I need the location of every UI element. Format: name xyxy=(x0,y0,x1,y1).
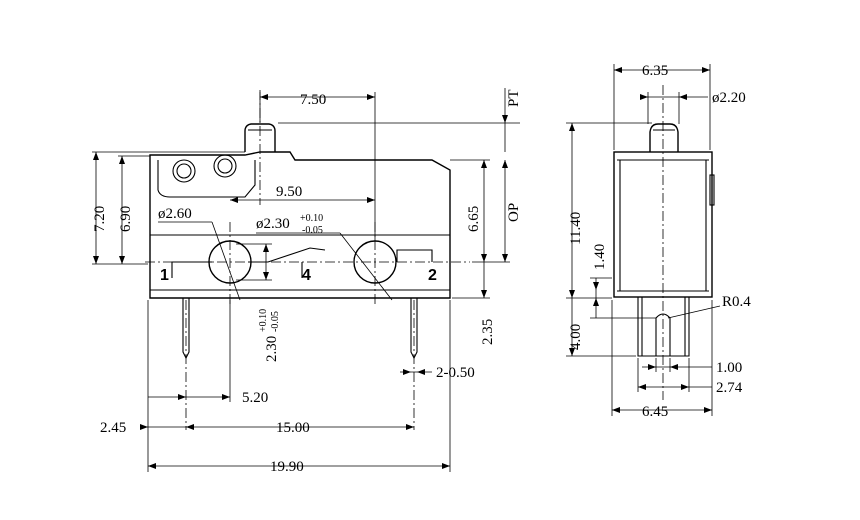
plunger xyxy=(244,123,276,152)
dim-2-35: 2.35 xyxy=(452,262,496,345)
pivot-hole-left-inner xyxy=(176,163,192,179)
dim-1-00: 1.00 xyxy=(642,358,742,376)
dim-2-45: 2.45 xyxy=(100,300,194,472)
dim-2-74: 2.74 xyxy=(637,358,743,396)
dim-9-50-text: 9.50 xyxy=(276,184,302,200)
dim-phi-2-30: ø2.30 +0.10 -0.05 xyxy=(256,213,393,301)
dim-2-30-tol-upper: +0.10 xyxy=(258,309,269,332)
dim-11-40: 11.40 xyxy=(566,122,652,299)
dim-7-20: 7.20 xyxy=(92,151,245,265)
dim-9-50: 9.50 xyxy=(230,184,375,203)
dim-phi-2-20: ø2.20 xyxy=(640,90,746,124)
dim-6-45: 6.45 xyxy=(611,300,713,420)
terminal-label-2: 2 xyxy=(428,267,437,284)
dim-15-00: 15.00 xyxy=(186,420,414,436)
dim-7-50-text: 7.50 xyxy=(300,92,326,108)
dim-r0-4: R0.4 xyxy=(667,294,751,319)
internal-contact-1 xyxy=(171,261,212,278)
side-view: 6.35 ø2.20 11.40 1.40 4.00 R0.4 xyxy=(566,63,751,420)
dim-2-45-text: 2.45 xyxy=(100,420,126,436)
housing-top-detail xyxy=(157,160,256,198)
switch-body-outline xyxy=(149,151,451,299)
dim-phi-2-30-tol-lower: -0.05 xyxy=(302,225,323,236)
dim-6-90-text: 6.90 xyxy=(118,206,134,232)
internal-contact-2 xyxy=(396,249,433,262)
dim-phi-2-30-tol-upper: +0.10 xyxy=(300,213,323,224)
dim-2-30: 2.30 +0.10 -0.05 xyxy=(236,243,281,362)
dim-2-0-50-text: 2-0.50 xyxy=(436,365,475,381)
dim-phi-2-60-text: ø2.60 xyxy=(158,206,192,222)
dim-6-35-text: 6.35 xyxy=(642,63,668,79)
dim-4-00-text: 4.00 xyxy=(568,324,584,350)
dim-op: OP xyxy=(502,160,522,262)
pivot-hole-left xyxy=(172,159,196,183)
side-base xyxy=(637,297,690,357)
terminal-label-4: 4 xyxy=(302,267,311,284)
internal-blade xyxy=(248,247,326,263)
dim-1-40-text: 1.40 xyxy=(592,244,608,270)
side-plunger xyxy=(649,123,679,152)
front-view: 1 4 2 7.50 PT 7.20 6.90 9.50 xyxy=(92,88,522,475)
dim-1-00-text: 1.00 xyxy=(716,360,742,376)
dim-7-20-text: 7.20 xyxy=(92,206,108,232)
dim-2-30-tol-lower: -0.05 xyxy=(270,311,281,332)
dim-2-35-text: 2.35 xyxy=(480,319,496,345)
dim-op-text: OP xyxy=(506,203,522,222)
dim-6-65-text: 6.65 xyxy=(466,206,482,232)
dim-phi-2-30-text: ø2.30 xyxy=(256,216,290,232)
dim-phi-2-60: ø2.60 xyxy=(158,206,241,301)
pivot-hole-right-inner xyxy=(217,158,233,174)
dim-6-35: 6.35 xyxy=(613,63,711,150)
dim-6-45-text: 6.45 xyxy=(642,404,668,420)
dim-pt-text: PT xyxy=(506,89,522,107)
dim-r0-4-text: R0.4 xyxy=(722,294,751,310)
dim-phi-2-20-text: ø2.20 xyxy=(712,90,746,106)
dim-pt: PT xyxy=(278,88,522,152)
side-body-bump xyxy=(709,174,715,206)
dim-19-90: 19.90 xyxy=(148,300,451,475)
dim-2-30-text: 2.30 xyxy=(264,336,280,362)
dim-6-65: 6.65 xyxy=(450,159,510,263)
dim-2-0-50: 2-0.50 xyxy=(400,365,475,381)
dim-19-90-text: 19.90 xyxy=(270,459,304,475)
dim-1-40: 1.40 xyxy=(590,244,612,318)
pivot-hole-right xyxy=(213,154,237,178)
dim-6-90: 6.90 xyxy=(118,155,150,264)
dim-5-20-text: 5.20 xyxy=(242,390,268,406)
terminal-label-1: 1 xyxy=(160,267,169,284)
dim-7-50: 7.50 xyxy=(259,92,376,240)
dim-4-00: 4.00 xyxy=(566,298,636,357)
dim-11-40-text: 11.40 xyxy=(568,212,584,245)
dim-15-00-text: 15.00 xyxy=(276,420,310,436)
dim-2-74-text: 2.74 xyxy=(716,380,743,396)
dim-5-20: 5.20 xyxy=(148,300,268,406)
